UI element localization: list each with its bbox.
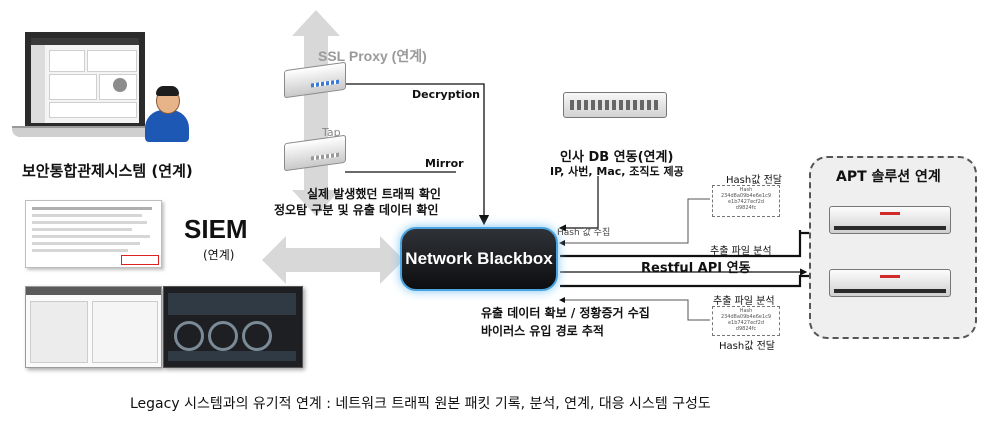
decryption-line [345,83,490,226]
security-system-label: 보안통합관제시스템 (연계) [22,162,193,180]
leak-desc-line2: 바이러스 유입 경로 추적 [481,324,604,338]
hr-db-server [563,92,667,118]
siem-report-document [25,200,162,268]
apt-server-top [829,206,951,234]
decryption-label: Decryption [412,88,480,101]
hash-transfer-top-label: Hash값 전달 [726,175,782,186]
siem-dashboard-screenshot [163,286,303,368]
siem-horizontal-arrow [262,236,404,284]
file-analysis-top-label: 추출 파일 분석 [710,246,772,257]
security-dashboard-screen [25,32,145,127]
apt-title: APT 솔루션 연계 [836,169,941,185]
diagram-caption: Legacy 시스템과의 유기적 연계 : 네트워크 트래픽 원본 패킷 기록,… [130,396,711,412]
hr-db-title: 인사 DB 연동(연계) [560,150,674,165]
hrdb-line [558,176,599,232]
siem-console-screenshot [25,286,162,368]
file-analysis-bottom-line [560,267,831,288]
hash-transfer-bottom-label: Hash값 전달 [719,341,775,352]
mirror-label: Mirror [425,157,464,170]
operator-person-icon [145,110,189,142]
siem-sub-label: (연계) [203,248,235,262]
hash-top-line [559,198,710,246]
hash-bottom-line [559,297,710,321]
network-blackbox-node: Network Blackbox [400,227,558,291]
hr-db-subtitle: IP, 사번, Mac, 조직도 제공 [550,165,684,178]
restful-api-label: Restful API 연동 [641,261,751,276]
siem-label: SIEM [184,214,248,244]
traffic-desc-line1: 실제 발생했던 트래픽 확인 [307,187,441,201]
file-analysis-top-line [560,230,802,258]
hash-collect-label: Hash 값 수집 [557,228,611,238]
file-analysis-bottom-label: 추출 파일 분석 [713,296,775,307]
ssl-proxy-label: SSL Proxy (연계) [318,48,427,64]
laptop-base [12,126,158,137]
leak-desc-line1: 유출 데이터 확보 / 정황증거 수집 [481,306,650,320]
apt-server-bottom [829,269,951,297]
traffic-desc-line2: 정오탐 구분 및 유출 데이터 확인 [274,203,439,217]
apt-solution-group [809,156,977,339]
